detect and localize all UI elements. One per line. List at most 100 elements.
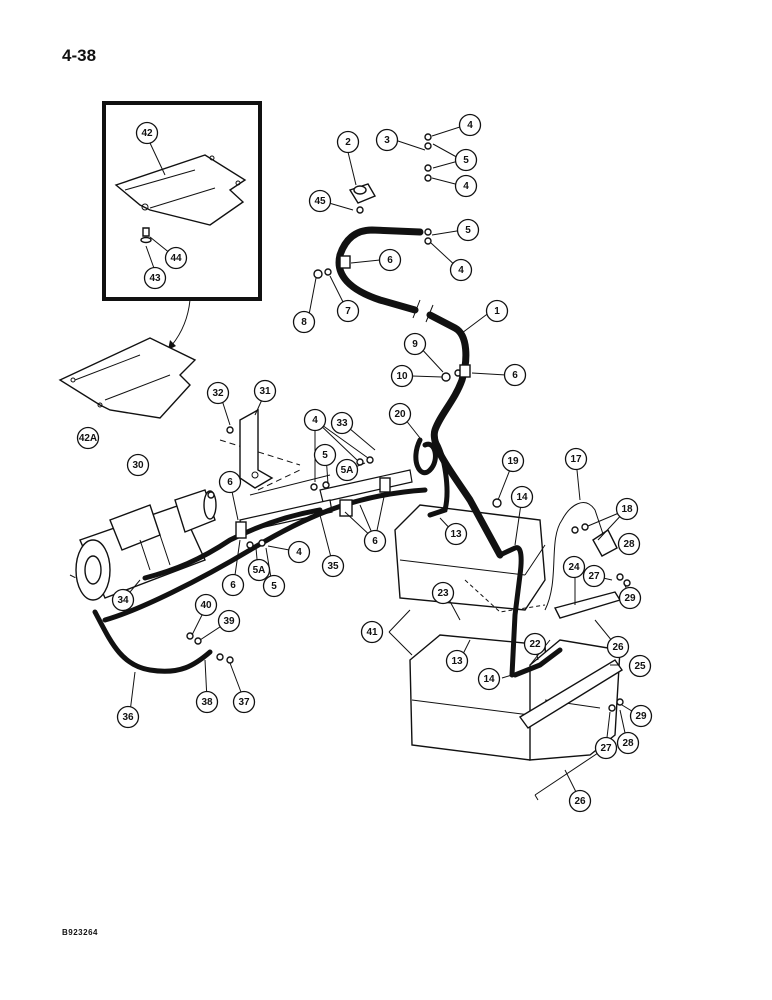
callout-label: 40: [200, 600, 212, 611]
callout-label: 25: [634, 661, 646, 672]
callout-5b: 5: [456, 218, 480, 242]
callout-label: 6: [512, 370, 518, 381]
callout-label: 41: [366, 627, 378, 638]
callout-label: 6: [372, 536, 378, 547]
cable-20: [413, 437, 450, 518]
callout-5d: 5: [262, 574, 286, 598]
callout-6c: 6: [218, 470, 242, 494]
callout-6d: 6: [363, 529, 387, 553]
cable-14: [497, 545, 524, 678]
hardware-nuts-washers: [186, 133, 631, 712]
callout-6b: 6: [503, 363, 527, 387]
callout-9: 9: [403, 332, 427, 356]
cover-plate-42a: [58, 337, 197, 419]
callout-45: 45: [308, 189, 332, 213]
callout-5A-b: 5A: [247, 558, 271, 582]
callout-4e: 4: [287, 540, 311, 564]
callout-40: 40: [194, 593, 218, 617]
battery-cable-1: [335, 226, 504, 559]
callout-44: 44: [164, 246, 188, 270]
callout-26a: 26: [606, 635, 630, 659]
callout-27b: 27: [594, 736, 618, 760]
callout-7: 7: [336, 299, 360, 323]
callout-label: 42A: [79, 433, 97, 444]
callout-label: 14: [516, 492, 528, 503]
callout-4b: 4: [454, 174, 478, 198]
callout-label: 36: [122, 712, 134, 723]
callout-label: 39: [223, 616, 235, 627]
callout-34: 34: [111, 588, 135, 612]
callout-23: 23: [431, 581, 455, 605]
callout-29a: 29: [618, 586, 642, 610]
inset-pointer-arrow: [171, 299, 191, 346]
callout-31: 31: [253, 379, 277, 403]
callout-30: 30: [126, 453, 150, 477]
callout-label: 37: [238, 697, 250, 708]
callout-4d: 4: [303, 408, 327, 432]
callout-label: 30: [132, 460, 144, 471]
callout-label: 33: [336, 418, 348, 429]
battery-41-rear: [394, 504, 546, 613]
callout-42a: 42A: [76, 426, 100, 450]
callout-label: 3: [384, 135, 390, 146]
inset-detail-box: [102, 101, 262, 301]
callout-label: 4: [312, 415, 318, 426]
callout-28b: 28: [616, 731, 640, 755]
callout-label: 4: [458, 265, 464, 276]
callout-label: 32: [212, 388, 224, 399]
callout-37: 37: [232, 690, 256, 714]
callout-label: 44: [170, 253, 182, 264]
callout-10: 10: [390, 364, 414, 388]
callout-42: 42: [135, 121, 159, 145]
ground-cable-36: [92, 609, 213, 674]
callout-6a: 6: [378, 248, 402, 272]
hold-down-bar-25: [518, 659, 623, 729]
callout-label: 18: [621, 504, 633, 515]
callout-1: 1: [485, 299, 509, 323]
cable-clamps-6: [235, 255, 471, 539]
callout-label: 5: [271, 581, 277, 592]
callout-33: 33: [330, 411, 354, 435]
callout-6e: 6: [221, 573, 245, 597]
callout-13a: 13: [444, 522, 468, 546]
callout-label: 17: [570, 454, 582, 465]
callout-label: 29: [635, 711, 647, 722]
callout-24: 24: [562, 555, 586, 579]
cable-17: [544, 502, 606, 611]
callout-4a: 4: [458, 113, 482, 137]
callout-label: 28: [622, 738, 634, 749]
callout-label: 34: [117, 595, 129, 606]
callout-14b: 14: [477, 667, 501, 691]
hold-down-bar-24: [553, 591, 622, 619]
callout-label: 29: [624, 593, 636, 604]
starter-motor-30: [75, 489, 217, 601]
callout-label: 5: [465, 225, 471, 236]
callout-label: 24: [568, 562, 580, 573]
bracket-31: [239, 408, 274, 489]
callout-14a: 14: [510, 485, 534, 509]
callout-label: 4: [296, 547, 302, 558]
callout-28a: 28: [617, 532, 641, 556]
callout-22: 22: [523, 632, 547, 656]
drawing-code: B923264: [62, 928, 98, 937]
callout-label: 5: [463, 155, 469, 166]
callout-8: 8: [292, 310, 316, 334]
callout-5A-a: 5A: [335, 458, 359, 482]
callout-label: 4: [467, 120, 473, 131]
callout-label: 4: [463, 181, 469, 192]
callout-43: 43: [143, 266, 167, 290]
callout-26b: 26: [568, 789, 592, 813]
callout-label: 42: [141, 128, 153, 139]
callout-label: 5A: [341, 465, 354, 476]
jumper-cable-22: [512, 647, 563, 678]
callout-label: 8: [301, 317, 307, 328]
callout-27a: 27: [582, 564, 606, 588]
callout-label: 28: [623, 539, 635, 550]
callout-label: 2: [345, 137, 351, 148]
callout-label: 7: [345, 306, 351, 317]
callout-20: 20: [388, 402, 412, 426]
callout-19: 19: [501, 449, 525, 473]
